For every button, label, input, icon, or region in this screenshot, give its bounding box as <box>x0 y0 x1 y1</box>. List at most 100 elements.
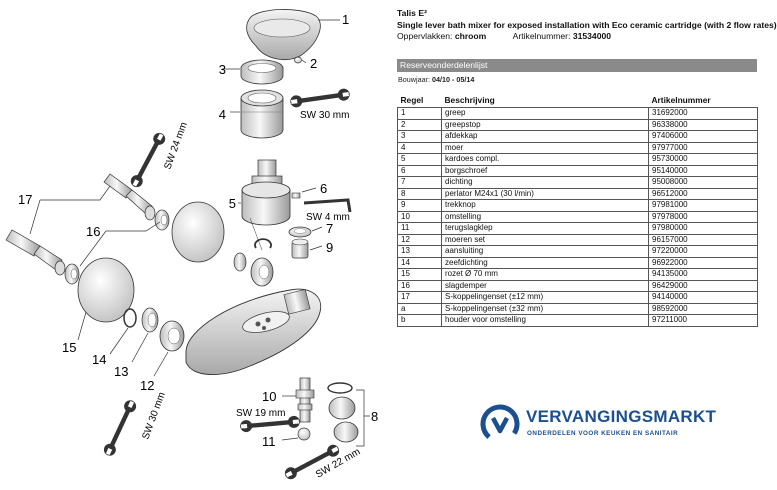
wrench-sw30-lower <box>101 398 139 458</box>
callout-5: 5 <box>229 196 236 211</box>
cell-artikelnummer: 95140000 <box>648 164 758 177</box>
cell-regel: 1 <box>397 107 442 120</box>
callout-2: 2 <box>310 56 317 71</box>
cell-beschrijving: afdekkap <box>441 130 649 143</box>
part-nut-set <box>159 252 274 352</box>
cell-artikelnummer: 94140000 <box>648 291 758 304</box>
part-aerator <box>327 382 359 443</box>
cell-regel: a <box>397 302 442 315</box>
table-header-row: Regel Beschrijving Artikelnummer <box>398 93 758 108</box>
cell-regel: 8 <box>397 187 442 200</box>
part-s-coupling-lower <box>5 229 66 276</box>
callout-17: 17 <box>18 192 32 207</box>
cell-beschrijving: dichting <box>441 176 649 189</box>
part-pull-knob <box>291 238 309 259</box>
cell-regel: 2 <box>397 118 442 131</box>
callout-12: 12 <box>140 378 154 393</box>
cell-artikelnummer: 97980000 <box>648 222 758 235</box>
cell-regel: b <box>397 314 442 327</box>
part-connection <box>141 307 159 333</box>
section-title: Reserveonderdelenlijst <box>397 59 757 72</box>
wrench-sw24 <box>128 130 168 190</box>
cell-artikelnummer: 96429000 <box>648 279 758 292</box>
build-years: Bouwjaar: 04/10 - 05/14 <box>398 75 474 84</box>
cell-beschrijving: kardoes compl. <box>441 153 649 166</box>
logo-name: VERVANGINGSMARKT <box>526 407 717 426</box>
wrench-label-sw24: SW 24 mm <box>162 121 189 171</box>
cell-artikelnummer: 96157000 <box>648 233 758 246</box>
product-meta: Oppervlakken: chroom Artikelnummer: 3153… <box>397 31 757 43</box>
cell-artikelnummer: 94135000 <box>648 268 758 281</box>
callout-4: 4 <box>219 107 226 122</box>
cell-regel: 15 <box>397 268 442 281</box>
part-rosette-lower <box>77 257 135 323</box>
part-shock-absorber-lower <box>64 263 80 285</box>
wrench-sw30-top <box>289 87 351 109</box>
cell-artikelnummer: 98592000 <box>648 302 758 315</box>
cell-beschrijving: moer <box>441 141 649 154</box>
cell-regel: 12 <box>397 233 442 246</box>
cell-regel: 14 <box>397 256 442 269</box>
cell-regel: 16 <box>397 279 442 292</box>
cell-artikelnummer: 97406000 <box>648 130 758 143</box>
cell-regel: 10 <box>397 210 442 223</box>
part-lock-screw <box>291 192 301 199</box>
allen-key-sw4 <box>303 198 352 213</box>
cell-beschrijving: zeefdichting <box>441 256 649 269</box>
part-diverter <box>295 377 315 423</box>
cell-artikelnummer: 96512000 <box>648 187 758 200</box>
part-strainer-seal <box>123 308 137 328</box>
wrench-label-sw4: SW 4 mm <box>306 212 350 223</box>
cell-regel: 5 <box>397 153 442 166</box>
wrench-label-sw30-top: SW 30 mm <box>300 110 349 121</box>
exploded-parts-diagram: 1 2 3 4 SW 30 mm 5 6 SW 4 mm <box>5 9 378 482</box>
callout-15: 15 <box>62 340 76 355</box>
cell-beschrijving: terugslagklep <box>441 222 649 235</box>
cell-beschrijving: S-koppelingenset (±32 mm) <box>441 302 649 315</box>
cell-beschrijving: houder voor omstelling <box>441 314 649 327</box>
wrench-label-sw19: SW 19 mm <box>236 408 285 419</box>
cell-beschrijving: perlator M24x1 (30 l/min) <box>441 187 649 200</box>
cell-beschrijving: trekknop <box>441 199 649 212</box>
part-cover-cap <box>240 59 284 85</box>
surface-value: chroom <box>454 31 487 41</box>
callout-14: 14 <box>92 352 106 367</box>
product-description: Single lever bath mixer for exposed inst… <box>397 19 777 30</box>
cell-beschrijving: rozet Ø 70 mm <box>441 268 649 281</box>
part-mixer-body <box>185 288 322 375</box>
callout-13: 13 <box>114 364 128 379</box>
cell-artikelnummer: 96922000 <box>648 256 758 269</box>
cell-beschrijving: S-koppelingenset (±12 mm) <box>441 291 649 304</box>
cell-beschrijving: aansluiting <box>441 245 649 258</box>
callout-8: 8 <box>371 409 378 424</box>
cell-artikelnummer: 97220000 <box>648 245 758 258</box>
callout-1: 1 <box>342 12 349 27</box>
cell-beschrijving: greep <box>441 107 649 120</box>
part-s-coupling-upper <box>103 173 156 221</box>
part-shock-absorber-upper <box>154 209 170 231</box>
part-handle <box>246 9 321 60</box>
cell-regel: 6 <box>397 164 442 177</box>
part-nut <box>240 89 284 139</box>
part-clip <box>254 238 272 249</box>
cell-artikelnummer: 97981000 <box>648 199 758 212</box>
logo-tagline: ONDERDELEN VOOR KEUKEN EN SANITAIR <box>527 430 679 437</box>
cell-beschrijving: omstelling <box>441 210 649 223</box>
cell-beschrijving: moeren set <box>441 233 649 246</box>
column-header-artikelnummer: Artikelnummer <box>651 95 711 105</box>
article-value: 31534000 <box>572 31 612 41</box>
cell-artikelnummer: 95008000 <box>648 176 758 189</box>
